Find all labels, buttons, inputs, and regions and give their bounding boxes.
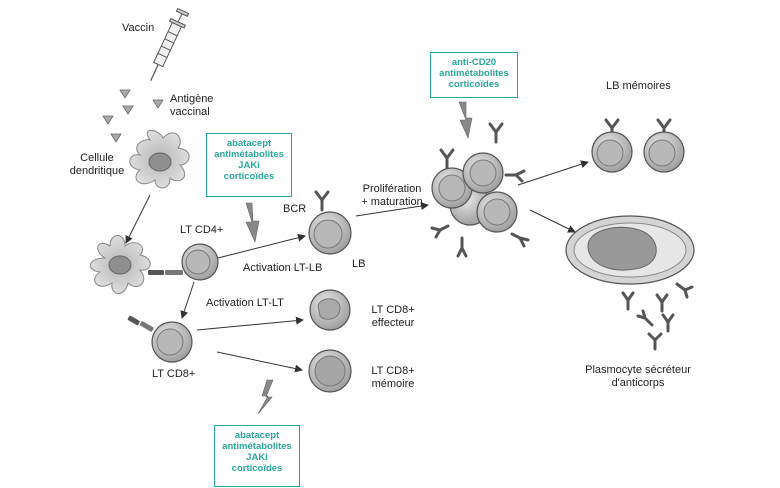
lb-memory-cells [591, 118, 685, 173]
lb-cell [308, 190, 352, 255]
label-vaccin: Vaccin [122, 22, 155, 34]
label-plasmocyte: Plasmocyte sécréteur d'anticorps [585, 364, 691, 389]
drug-box-top-right: anti-CD20 antimétabolites corticoïdes [430, 52, 518, 98]
label-antigene: Antigène vaccinal [170, 93, 214, 118]
label-lt-cd4: LT CD4+ [180, 224, 224, 236]
label-cellule-dendritique: Cellule dendritique [69, 152, 125, 177]
arrow-proliferation [355, 202, 429, 217]
syringe-icon [150, 7, 190, 82]
plasmocyte-cell [565, 215, 695, 285]
lt-cd8-cell [151, 321, 193, 363]
label-lt-cd8-effecteur: LT CD8+ effecteur [371, 304, 415, 329]
inhibition-bolt-top-right-icon [458, 101, 473, 139]
dendritic-cell-top [129, 129, 190, 189]
antigen-triangles [102, 89, 164, 143]
arrow-to-effector [196, 316, 304, 331]
lt-cd8-effector-cell [309, 289, 351, 331]
arrow-to-plasmocyte [529, 209, 576, 233]
label-lb-memoires: LB mémoires [606, 80, 671, 92]
label-lt-cd8: LT CD8+ [152, 368, 196, 380]
arrow-to-memory [216, 351, 303, 373]
dendritic-cell-bottom [90, 235, 151, 294]
lt-cd8-memory-cell [308, 349, 352, 393]
arrow-to-lb-memoires [517, 160, 589, 186]
drug-box-bottom: abatacept antimétabolites JAKi corticoïd… [214, 425, 300, 487]
secreted-antibodies [621, 282, 694, 351]
inhibition-bolt-top-left-icon [245, 202, 260, 243]
proliferating-lb-cluster [430, 122, 530, 258]
label-lt-cd8-memoire: LT CD8+ mémoire [371, 365, 415, 390]
label-activation-lt-lb: Activation LT-LB [243, 262, 323, 274]
arrow-cd4-to-cd8 [180, 281, 195, 319]
label-lb: LB [352, 258, 366, 270]
label-activation-lt-lt: Activation LT-LT [206, 297, 284, 309]
label-bcr: BCR [283, 203, 307, 215]
drug-box-top-left: abatacept antimétabolites JAKi corticoïd… [206, 133, 292, 197]
synapse-cd8 [127, 315, 154, 332]
label-proliferation: Prolifération + maturation [361, 183, 423, 208]
synapse-cd4 [148, 270, 183, 275]
inhibition-bolt-bottom-icon [257, 379, 274, 415]
arrow-activation-lt-lb [217, 233, 306, 259]
lt-cd4-cell [181, 243, 219, 281]
arrow-dc-migration [125, 194, 151, 244]
